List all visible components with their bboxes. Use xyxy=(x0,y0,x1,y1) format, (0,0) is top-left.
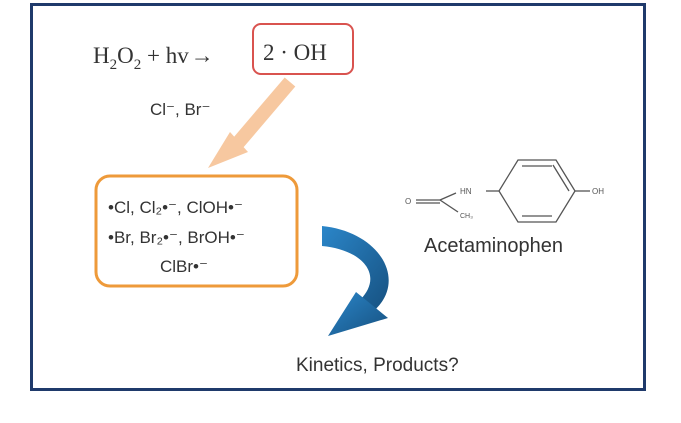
peach-arrow xyxy=(208,77,296,168)
atom-oh: OH xyxy=(592,187,604,196)
reaction-equation: H2O2 + hv→ xyxy=(93,43,214,73)
radical-line-2: •Br, Br₂•⁻, BrOH•⁻ xyxy=(108,228,245,247)
product-box xyxy=(252,23,354,75)
radical-line-1: •Cl, Cl₂•⁻, ClOH•⁻ xyxy=(108,198,243,217)
question-label: Kinetics, Products? xyxy=(296,355,459,376)
radical-line-3: ClBr•⁻ xyxy=(160,257,208,276)
halides-label: Cl⁻, Br⁻ xyxy=(150,100,210,119)
product-label: 2 · OH xyxy=(263,40,327,65)
radical-box xyxy=(94,174,299,288)
molecule-name: Acetaminophen xyxy=(424,235,563,257)
atom-ch3: CH₃ xyxy=(460,213,473,220)
atom-o: O xyxy=(405,197,411,206)
curved-blue-arrow xyxy=(322,226,389,336)
atom-nh: HN xyxy=(460,187,472,196)
acetaminophen-structure xyxy=(416,159,590,223)
